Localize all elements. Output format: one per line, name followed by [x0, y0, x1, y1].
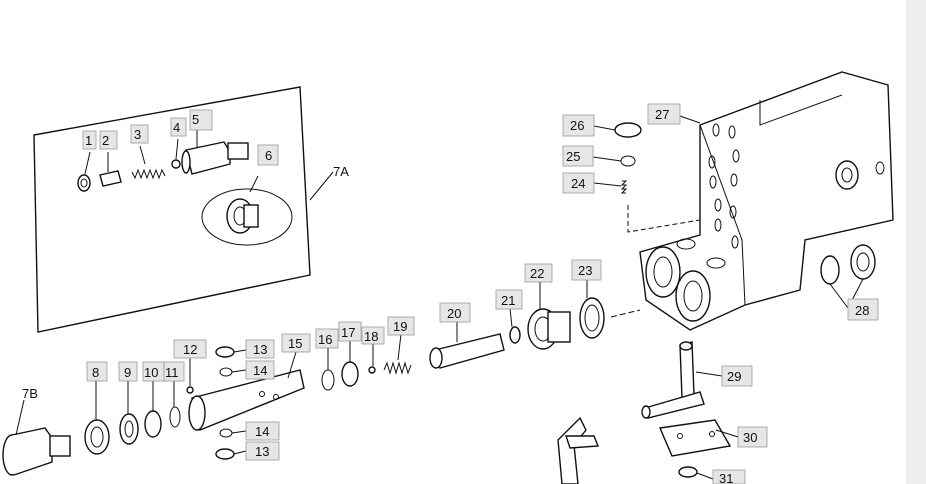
- callout-21: 21: [501, 293, 515, 308]
- callout-13-lower: 13: [255, 444, 269, 459]
- callout-11: 11: [165, 365, 179, 380]
- callout-29: 29: [727, 369, 741, 384]
- callout-24: 24: [571, 176, 585, 191]
- callout-26: 26: [570, 118, 584, 133]
- callout-22: 22: [530, 266, 544, 281]
- callout-5: 5: [192, 112, 199, 127]
- right-gutter-panel: [906, 0, 926, 484]
- callout-10: 10: [144, 365, 158, 380]
- valve-parts-row: [2, 122, 701, 476]
- valve-body: [639, 71, 894, 331]
- callout-7a: 7A: [333, 164, 349, 179]
- callout-28: 28: [855, 303, 869, 318]
- callout-27: 27: [655, 107, 669, 122]
- callout-31: 31: [719, 471, 733, 484]
- callout-19: 19: [393, 319, 407, 334]
- callout-12: 12: [183, 342, 197, 357]
- callout-8: 8: [92, 365, 99, 380]
- callout-14-upper: 14: [253, 363, 267, 378]
- leader-lines: [15, 115, 864, 480]
- callout-1: 1: [85, 133, 92, 148]
- callout-23: 23: [578, 263, 592, 278]
- callout-14-lower: 14: [255, 424, 269, 439]
- callout-labels: 1 2 3 4 5 6 7A 7B 8 9 10 11 12 13 14 14 …: [22, 103, 879, 484]
- callout-20: 20: [447, 306, 461, 321]
- callout-25: 25: [566, 149, 580, 164]
- callout-18: 18: [364, 329, 378, 344]
- callout-7b: 7B: [22, 386, 38, 401]
- linkage-parts: [557, 341, 732, 484]
- callout-2: 2: [102, 133, 109, 148]
- callout-9: 9: [124, 365, 131, 380]
- callout-16: 16: [318, 332, 332, 347]
- callout-15: 15: [288, 336, 302, 351]
- callout-6: 6: [265, 148, 272, 163]
- callout-3: 3: [134, 127, 141, 142]
- callout-4: 4: [173, 120, 180, 135]
- callout-17: 17: [341, 325, 355, 340]
- callout-13-upper: 13: [253, 342, 267, 357]
- callout-30: 30: [743, 430, 757, 445]
